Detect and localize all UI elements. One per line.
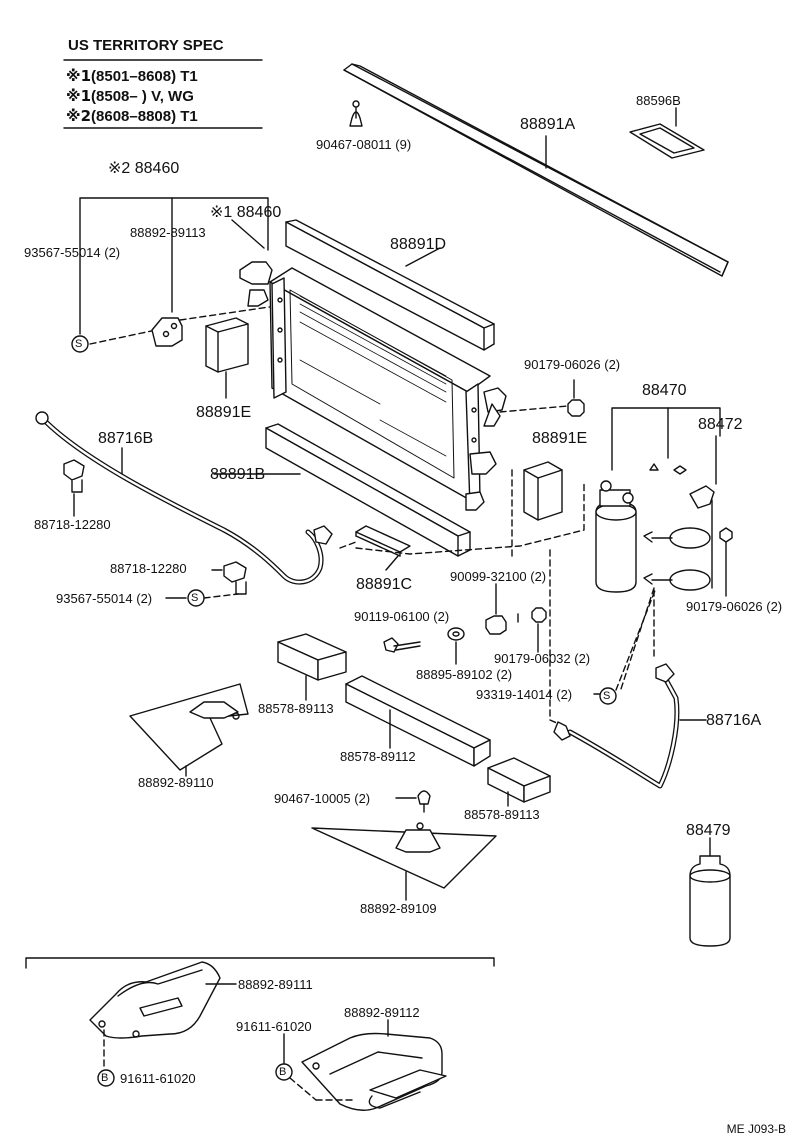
pipe-88716b bbox=[35, 411, 333, 585]
seal-88596b bbox=[629, 107, 705, 159]
seal-block-88891e-left bbox=[205, 317, 249, 399]
spec-box-rules bbox=[63, 59, 263, 129]
label-93319-14014: 93319-14014 (2) bbox=[476, 687, 573, 702]
seal-block-88891d bbox=[285, 219, 495, 351]
clamp-88718-12280-left bbox=[63, 459, 85, 517]
spec-line-1: ※1(8501–8608) T1 bbox=[66, 67, 198, 85]
leaders-88470 bbox=[611, 407, 721, 485]
bracket-88892-89111 bbox=[89, 961, 237, 1067]
label-88892-89111: 88892-89111 bbox=[238, 977, 313, 992]
s-dashed-link bbox=[89, 305, 277, 345]
label-88718-12280-left: 88718-12280 bbox=[34, 517, 111, 532]
bracket-88892-89112 bbox=[283, 1019, 447, 1111]
label-90467-10005: 90467-10005 (2) bbox=[274, 791, 371, 806]
label-88578-89112: 88578-89112 bbox=[340, 749, 416, 764]
bolt-90119-06100 bbox=[383, 637, 421, 653]
plate-88892-89109 bbox=[311, 822, 497, 901]
spec-line-2: ※1(8508– ) V, WG bbox=[66, 87, 194, 105]
marker-b-2: B bbox=[279, 1066, 287, 1078]
clip-90467-08011 bbox=[349, 100, 363, 127]
label-90119-06100: 90119-06100 (2) bbox=[354, 609, 450, 624]
label-88718-12280-right: 88718-12280 bbox=[110, 561, 187, 576]
collar-88895-89102 bbox=[447, 627, 465, 665]
label-88479: 88479 bbox=[686, 822, 731, 839]
label-90179-06026-top: 90179-06026 (2) bbox=[524, 357, 621, 372]
label-88716a: 88716A bbox=[706, 712, 762, 729]
seal-block-88891e-right bbox=[523, 461, 563, 521]
circle-markers bbox=[71, 335, 617, 1087]
drawing-code: ME J093-B bbox=[726, 1122, 786, 1136]
label-88892-89109: 88892-89109 bbox=[360, 901, 437, 916]
spec-title: US TERRITORY SPEC bbox=[68, 37, 224, 54]
condenser-unit bbox=[239, 261, 569, 511]
nut-90179-06026-top bbox=[567, 379, 585, 417]
label-88891b: 88891B bbox=[210, 466, 266, 483]
pipe-88716a bbox=[553, 587, 707, 789]
label-93567-55014-top: 93567-55014 (2) bbox=[24, 245, 121, 260]
label-91611-61020-left: 91611-61020 bbox=[120, 1071, 196, 1086]
label-88578-89113-left: 88578-89113 bbox=[258, 701, 334, 716]
label-88892-89110: 88892-89110 bbox=[138, 775, 214, 790]
label-90099-32100: 90099-32100 (2) bbox=[450, 569, 547, 584]
seal-block-88578-89113-left bbox=[277, 633, 347, 701]
label-88891e-left: 88891E bbox=[196, 404, 252, 421]
spec-line-3: ※2(8608–8808) T1 bbox=[66, 107, 198, 125]
label-88891d: 88891D bbox=[390, 236, 447, 253]
marker-b-1: B bbox=[101, 1072, 109, 1084]
clamp-88718-12280-right bbox=[211, 561, 247, 595]
seal-block-88891b bbox=[213, 423, 471, 557]
dashed-routing-lines bbox=[355, 469, 585, 729]
label-88716b: 88716B bbox=[98, 430, 154, 447]
label-88891a: 88891A bbox=[520, 116, 576, 133]
label-88470: 88470 bbox=[642, 382, 687, 399]
label-88578-89113-right: 88578-89113 bbox=[464, 807, 540, 822]
label-88892-89113: 88892-89113 bbox=[130, 225, 206, 240]
label-90179-06032: 90179-06032 (2) bbox=[494, 651, 591, 666]
label-88596b: 88596B bbox=[636, 93, 681, 108]
label-88895-89102: 88895-89102 (2) bbox=[416, 667, 513, 682]
leaders-88460 bbox=[79, 197, 269, 335]
label-88460-2: ※2 88460 bbox=[108, 160, 180, 177]
label-91611-61020-right: 91611-61020 bbox=[236, 1019, 312, 1034]
seal-88891c bbox=[339, 525, 411, 571]
seal-strip-88891a bbox=[343, 63, 729, 277]
plate-88892-89110 bbox=[129, 683, 249, 777]
bottom-section-rule bbox=[25, 957, 495, 969]
label-88892-89112-bracket: 88892-89112 bbox=[344, 1005, 420, 1020]
receiver-dryer-88470 bbox=[595, 480, 637, 593]
seal-block-88578-89113-right bbox=[487, 757, 551, 807]
label-88460-1: ※1 88460 bbox=[210, 204, 282, 221]
oil-bottle-88479 bbox=[689, 837, 731, 947]
bracket-88892-89113 bbox=[151, 317, 183, 347]
s-marker-leader bbox=[165, 593, 239, 599]
label-90179-06026-bottom: 90179-06026 (2) bbox=[686, 599, 783, 614]
label-88891c: 88891C bbox=[356, 576, 413, 593]
label-88891e-right: 88891E bbox=[532, 430, 588, 447]
marker-s-3: S bbox=[603, 690, 611, 702]
label-93567-55014-bottom: 93567-55014 (2) bbox=[56, 591, 153, 606]
label-88472: 88472 bbox=[698, 416, 743, 433]
seal-block-88578-89112 bbox=[345, 675, 491, 767]
clip-90467-10005 bbox=[395, 790, 431, 813]
cushion-90099-32100 bbox=[485, 583, 507, 635]
marker-s-1: S bbox=[75, 338, 83, 350]
label-90467-08011: 90467-08011 (9) bbox=[316, 137, 412, 152]
marker-s-2: S bbox=[191, 592, 199, 604]
bracket-88472 bbox=[643, 463, 733, 597]
nut-90179-06032 bbox=[517, 607, 547, 653]
